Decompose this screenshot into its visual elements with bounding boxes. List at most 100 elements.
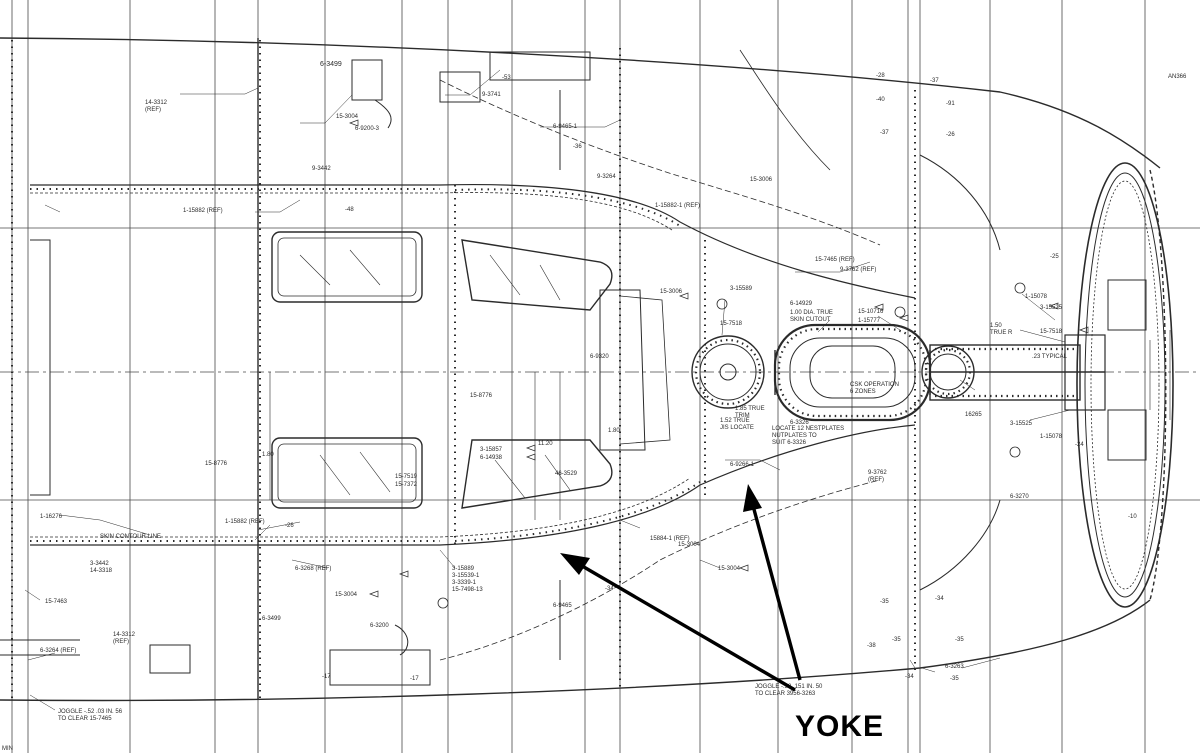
- callout-c83: 6-3264 (REF): [40, 648, 76, 654]
- callout-c30: 1-15777: [858, 318, 881, 324]
- callout-c24: -25: [1050, 254, 1059, 260]
- callout-c34: 3-15525: [1040, 305, 1063, 311]
- callout-c26: 15-3006: [660, 289, 683, 295]
- callout-c68: 15-3004: [335, 592, 358, 598]
- arrowhead-left: [560, 553, 590, 575]
- callout-c15: AN366: [1168, 74, 1187, 80]
- flag-symbols: [349, 119, 1089, 598]
- callout-c43: 15-7519: [395, 474, 418, 480]
- callout-c47: 3-15857: [480, 447, 503, 453]
- callout-c29: 15-10716: [858, 309, 884, 315]
- internal-contours: [30, 49, 916, 661]
- callout-c44: 15-8776: [470, 393, 493, 399]
- callout-c09: -28: [876, 73, 885, 79]
- callout-c14: -91: [946, 101, 955, 107]
- misc-parts: [0, 51, 1001, 686]
- callout-c17: -48: [345, 207, 354, 213]
- callout-c82: 15-7463: [45, 599, 68, 605]
- fuselage-outline: [0, 37, 1167, 702]
- yoke-rivets: [694, 327, 1078, 418]
- callout-c49: 46-3529: [555, 471, 578, 477]
- callout-c80: 6-3263: [945, 664, 964, 670]
- callout-c60: 16265: [965, 412, 982, 418]
- callout-c03: 15-3004: [336, 114, 359, 120]
- callout-c06: -53: [502, 75, 511, 81]
- callout-c07: 6-9465-1: [553, 124, 578, 130]
- callout-c78: -35: [955, 637, 964, 643]
- callout-c54: 9-3762(REF): [868, 470, 887, 483]
- callout-c01: 6-3499: [320, 61, 342, 68]
- windows: [271, 231, 671, 509]
- callout-c64: -26: [285, 523, 294, 529]
- callout-c59: 1-15078: [1040, 434, 1063, 440]
- yoke-label: YOKE: [795, 710, 884, 743]
- callout-c65: 6-3268 (REF): [295, 566, 331, 572]
- callout-c57: -24: [1075, 442, 1084, 448]
- callout-c50: 1.80: [262, 452, 274, 458]
- callout-c45: 15-8776: [205, 461, 228, 467]
- callout-c18: 1-15882 (REF): [183, 208, 223, 214]
- callout-c04: 6-9200-3: [355, 126, 380, 132]
- yoke-assembly: [691, 323, 1106, 422]
- callout-c73: 6-9465: [553, 603, 572, 609]
- callout-c61: 1-16276: [40, 514, 63, 520]
- callout-c56: -10: [1128, 514, 1137, 520]
- callout-c10: -40: [876, 97, 885, 103]
- callout-c08: -36: [573, 144, 582, 150]
- callout-c48: 6-14938: [480, 455, 503, 461]
- callout-c69: 15-3004: [678, 542, 701, 548]
- callout-c58: 3-15525: [1010, 421, 1033, 427]
- callout-c77: -35: [892, 637, 901, 643]
- yoke-arrows: [576, 501, 802, 692]
- callout-c37: 6-9320: [590, 354, 609, 360]
- callout-c70: 15884-1 (REF): [650, 536, 690, 542]
- callout-c02: 14-3312(REF): [145, 100, 168, 113]
- callout-c11: -37: [930, 78, 939, 84]
- callout-c19: 9-3264: [597, 174, 616, 180]
- callout-c36: .23 TYPICAL: [1032, 354, 1068, 360]
- callout-c31: 15-7518: [720, 321, 743, 327]
- callout-c63: 1-15882 (REF): [225, 519, 265, 525]
- callout-c75: -34: [935, 596, 944, 602]
- callout-c87: -17: [322, 674, 331, 680]
- nose-ring: [1076, 162, 1174, 608]
- callout-labels: 6-3499 14-3312(REF) 15-3004 6-9200-3 9-3…: [2, 61, 1187, 752]
- callout-c52: 11.20: [538, 441, 553, 447]
- callout-c12: -26: [946, 132, 955, 138]
- callout-c22: 15-7465 (REF): [815, 257, 855, 263]
- callout-c39: 6-3326: [790, 420, 809, 426]
- callout-c86: 6-3200: [370, 623, 389, 629]
- callout-c53: 6-9266-1: [730, 462, 755, 468]
- yoke-arrowheads: [560, 484, 762, 575]
- callout-c88: -17: [410, 676, 419, 682]
- callout-c20: 15-3006: [750, 177, 773, 183]
- arrowhead-right: [743, 484, 762, 512]
- callout-c74: -35: [880, 599, 889, 605]
- callout-c46: 15-7372: [395, 482, 418, 488]
- callout-c23: 9-3762 (REF): [840, 267, 876, 273]
- callout-c33: 1-15078: [1025, 294, 1048, 300]
- h-markers: [437, 282, 1026, 609]
- callout-c27: 6-14929: [790, 301, 813, 307]
- callout-c05: 9-3741: [482, 92, 501, 98]
- callout-c84: 14-3312(REF): [113, 632, 136, 645]
- rivet-rows: [11, 40, 916, 700]
- callout-c76: -38: [867, 643, 876, 649]
- callout-c16: 9-3442: [312, 166, 331, 172]
- callout-c55: 6-3270: [1010, 494, 1029, 500]
- leader-lines: [24, 69, 1071, 711]
- callout-c81: -35: [950, 676, 959, 682]
- callout-c13: -37: [880, 130, 889, 136]
- callout-c62: SKIN CONTOUR LINE: [100, 534, 161, 540]
- callout-c25: 3-15589: [730, 286, 753, 292]
- callout-c35: 15-7518: [1040, 329, 1063, 335]
